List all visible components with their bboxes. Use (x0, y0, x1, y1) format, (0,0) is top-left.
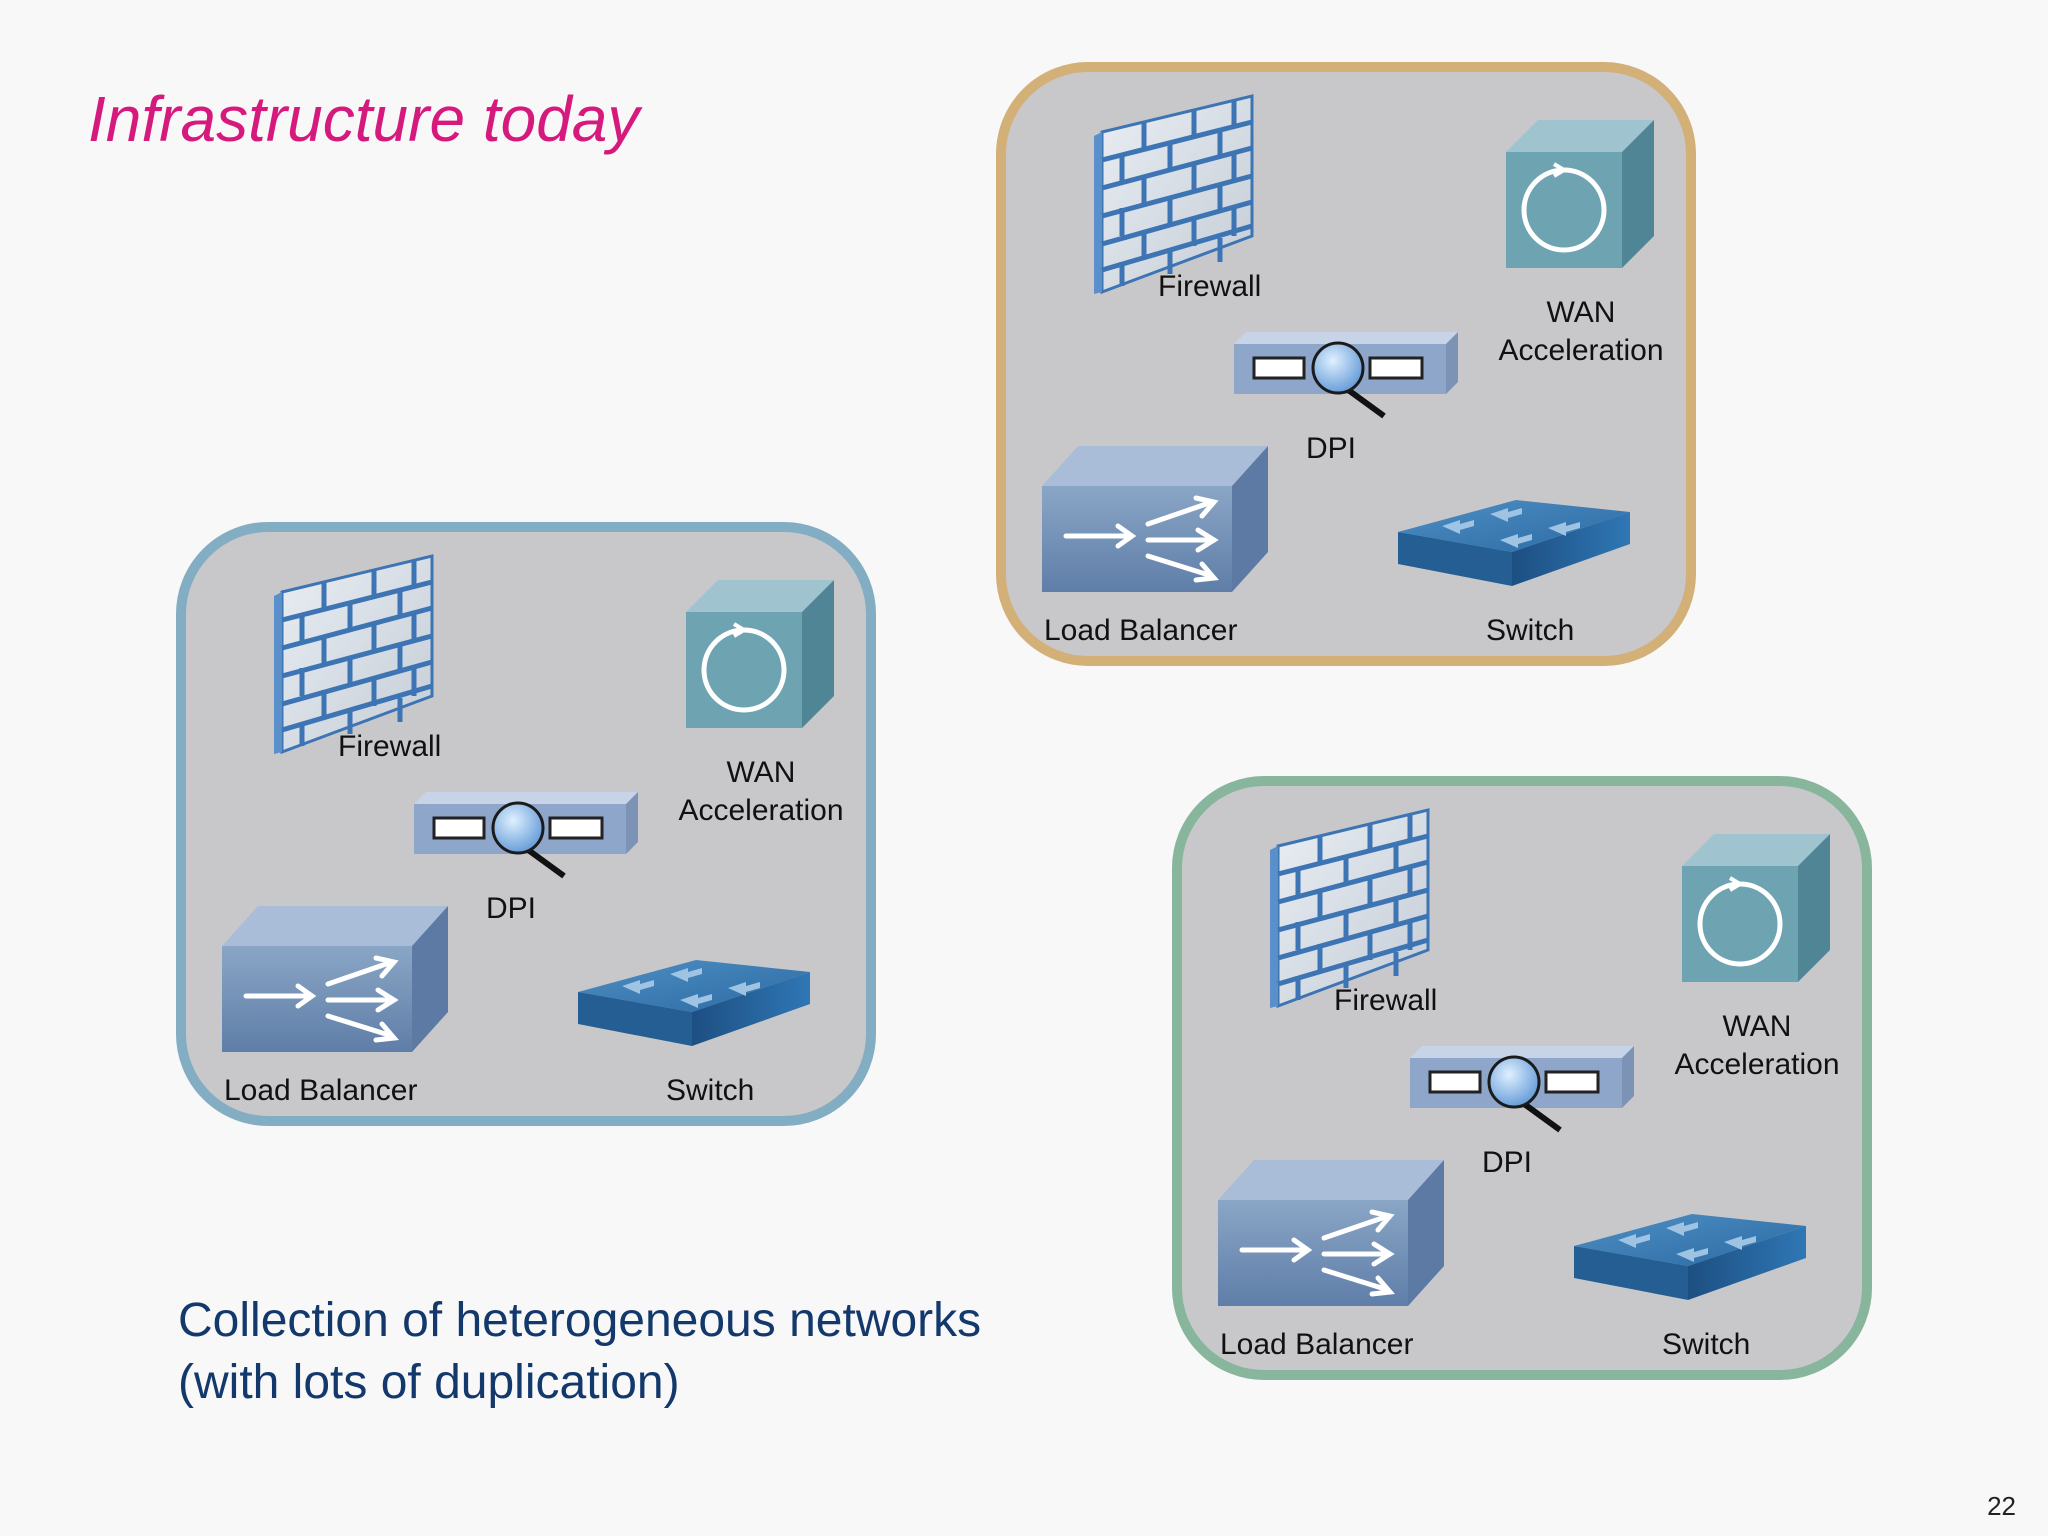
firewall-label: Firewall (1158, 270, 1262, 303)
wan-label-line2: Acceleration (678, 794, 844, 827)
load-balancer-label: Load Balancer (1220, 1328, 1414, 1361)
dpi-icon (1410, 1046, 1636, 1136)
firewall-icon (1260, 810, 1440, 1010)
load-balancer-label: Load Balancer (224, 1074, 418, 1107)
wan-acceleration-label: WAN Acceleration (1662, 1008, 1852, 1084)
dpi-label: DPI (486, 892, 537, 925)
load-balancer-icon (222, 906, 450, 1054)
switch-label: Switch (666, 1074, 755, 1107)
network-cluster-bottom: Firewall WAN Acceleration DPI Load Balan… (1172, 776, 1872, 1380)
wan-label-line2: Acceleration (1498, 334, 1664, 367)
slide-title: Infrastructure today (88, 83, 640, 155)
wan-label-line2: Acceleration (1674, 1048, 1840, 1081)
load-balancer-label: Load Balancer (1044, 614, 1238, 647)
load-balancer-icon (1218, 1160, 1446, 1308)
slide-caption: Collection of heterogeneous networks (wi… (178, 1290, 981, 1414)
firewall-label: Firewall (338, 730, 442, 763)
wan-acceleration-label: WAN Acceleration (1486, 294, 1676, 370)
wan-acceleration-icon (1682, 834, 1832, 984)
switch-icon (1574, 1214, 1806, 1300)
dpi-label: DPI (1306, 432, 1357, 465)
caption-line-2: (with lots of duplication) (178, 1356, 680, 1409)
firewall-label: Firewall (1334, 984, 1438, 1017)
firewall-icon (264, 556, 444, 756)
switch-label: Switch (1662, 1328, 1751, 1361)
firewall-icon (1084, 96, 1264, 296)
wan-label-line1: WAN (726, 756, 796, 789)
caption-line-1: Collection of heterogeneous networks (178, 1294, 982, 1347)
page-number: 22 (1987, 1491, 2016, 1521)
wan-acceleration-label: WAN Acceleration (666, 754, 856, 830)
wan-acceleration-icon (686, 580, 836, 730)
network-cluster-top: Firewall WAN Acceleration DPI Load Balan… (996, 62, 1696, 666)
dpi-label: DPI (1482, 1146, 1533, 1179)
network-cluster-left: Firewall WAN Acceleration DPI Load Balan… (176, 522, 876, 1126)
dpi-icon (414, 792, 640, 882)
wan-acceleration-icon (1506, 120, 1656, 270)
wan-label-line1: WAN (1546, 296, 1616, 329)
dpi-icon (1234, 332, 1460, 422)
switch-icon (1398, 500, 1630, 586)
load-balancer-icon (1042, 446, 1270, 594)
switch-label: Switch (1486, 614, 1575, 647)
wan-label-line1: WAN (1722, 1010, 1792, 1043)
switch-icon (578, 960, 810, 1046)
